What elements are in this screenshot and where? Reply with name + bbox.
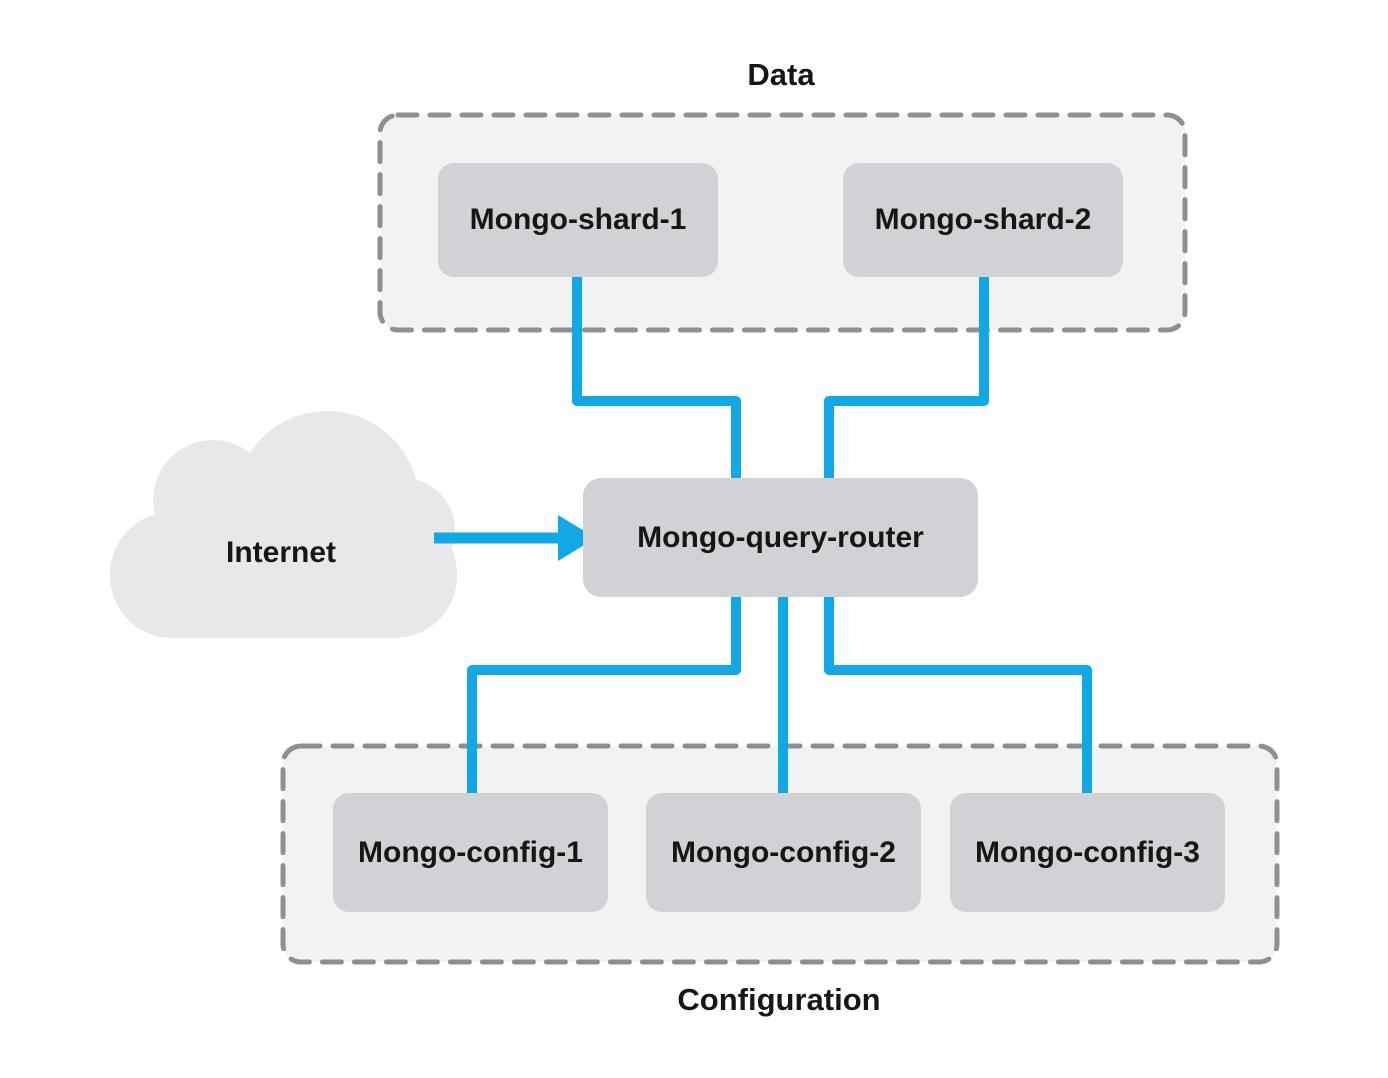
cloud-icon (110, 411, 457, 638)
node-mongo-config-1-label: Mongo-config-1 (358, 835, 583, 869)
edge-router-config3 (824, 592, 1092, 796)
configuration-group-label: Configuration (677, 982, 881, 1017)
cloud-base (110, 512, 457, 638)
node-mongo-config-2-label: Mongo-config-2 (671, 835, 896, 869)
node-mongo-config-1: Mongo-config-1 (333, 793, 608, 912)
edge-internet-router (434, 515, 596, 561)
node-mongo-shard-1: Mongo-shard-1 (438, 163, 718, 277)
internet-node-label: Internet (225, 536, 337, 569)
edge-shard2-router (824, 274, 989, 484)
edge-router-config1 (467, 592, 741, 796)
node-mongo-config-2: Mongo-config-2 (646, 793, 921, 912)
node-mongo-config-3-label: Mongo-config-3 (975, 835, 1200, 869)
data-group-label: Data (747, 57, 815, 92)
arrow-head-icon (558, 515, 596, 561)
node-mongo-query-router: Mongo-query-router (583, 478, 978, 597)
node-mongo-shard-1-label: Mongo-shard-1 (469, 203, 687, 236)
node-mongo-query-router-label: Mongo-query-router (637, 520, 924, 554)
node-mongo-config-3: Mongo-config-3 (950, 793, 1225, 912)
node-mongo-shard-2: Mongo-shard-2 (843, 163, 1123, 277)
edge-shard1-router (572, 274, 741, 484)
node-mongo-shard-2-label: Mongo-shard-2 (874, 203, 1092, 236)
